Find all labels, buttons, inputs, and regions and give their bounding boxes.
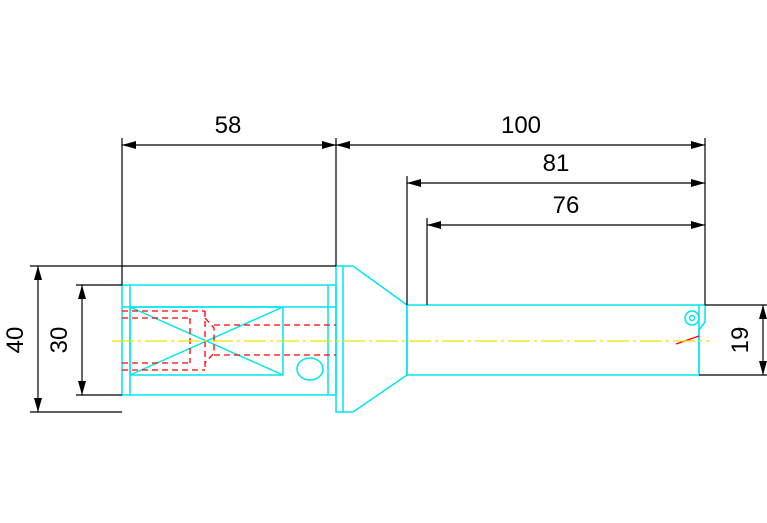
dim-label-100: 100 [501, 112, 541, 139]
cone-bottom [343, 374, 408, 413]
dim-label-30: 30 [46, 327, 73, 354]
dim-label-19: 19 [727, 327, 754, 354]
dim-label-40: 40 [2, 327, 29, 354]
dimension-lines [30, 138, 767, 413]
insert-screw [684, 310, 700, 326]
tip-insert [698, 304, 706, 375]
tool-outline [121, 265, 706, 413]
hidden-lines [122, 310, 336, 371]
flange [335, 265, 344, 413]
dim-label-81: 81 [543, 150, 570, 177]
insert-screw-inner [688, 314, 696, 322]
dim-label-58: 58 [215, 112, 242, 139]
tip-hidden-red [675, 335, 700, 345]
drill-body [406, 304, 700, 376]
coolant-hole [296, 357, 324, 381]
cone-top [343, 265, 408, 306]
dim-label-76: 76 [553, 192, 580, 219]
